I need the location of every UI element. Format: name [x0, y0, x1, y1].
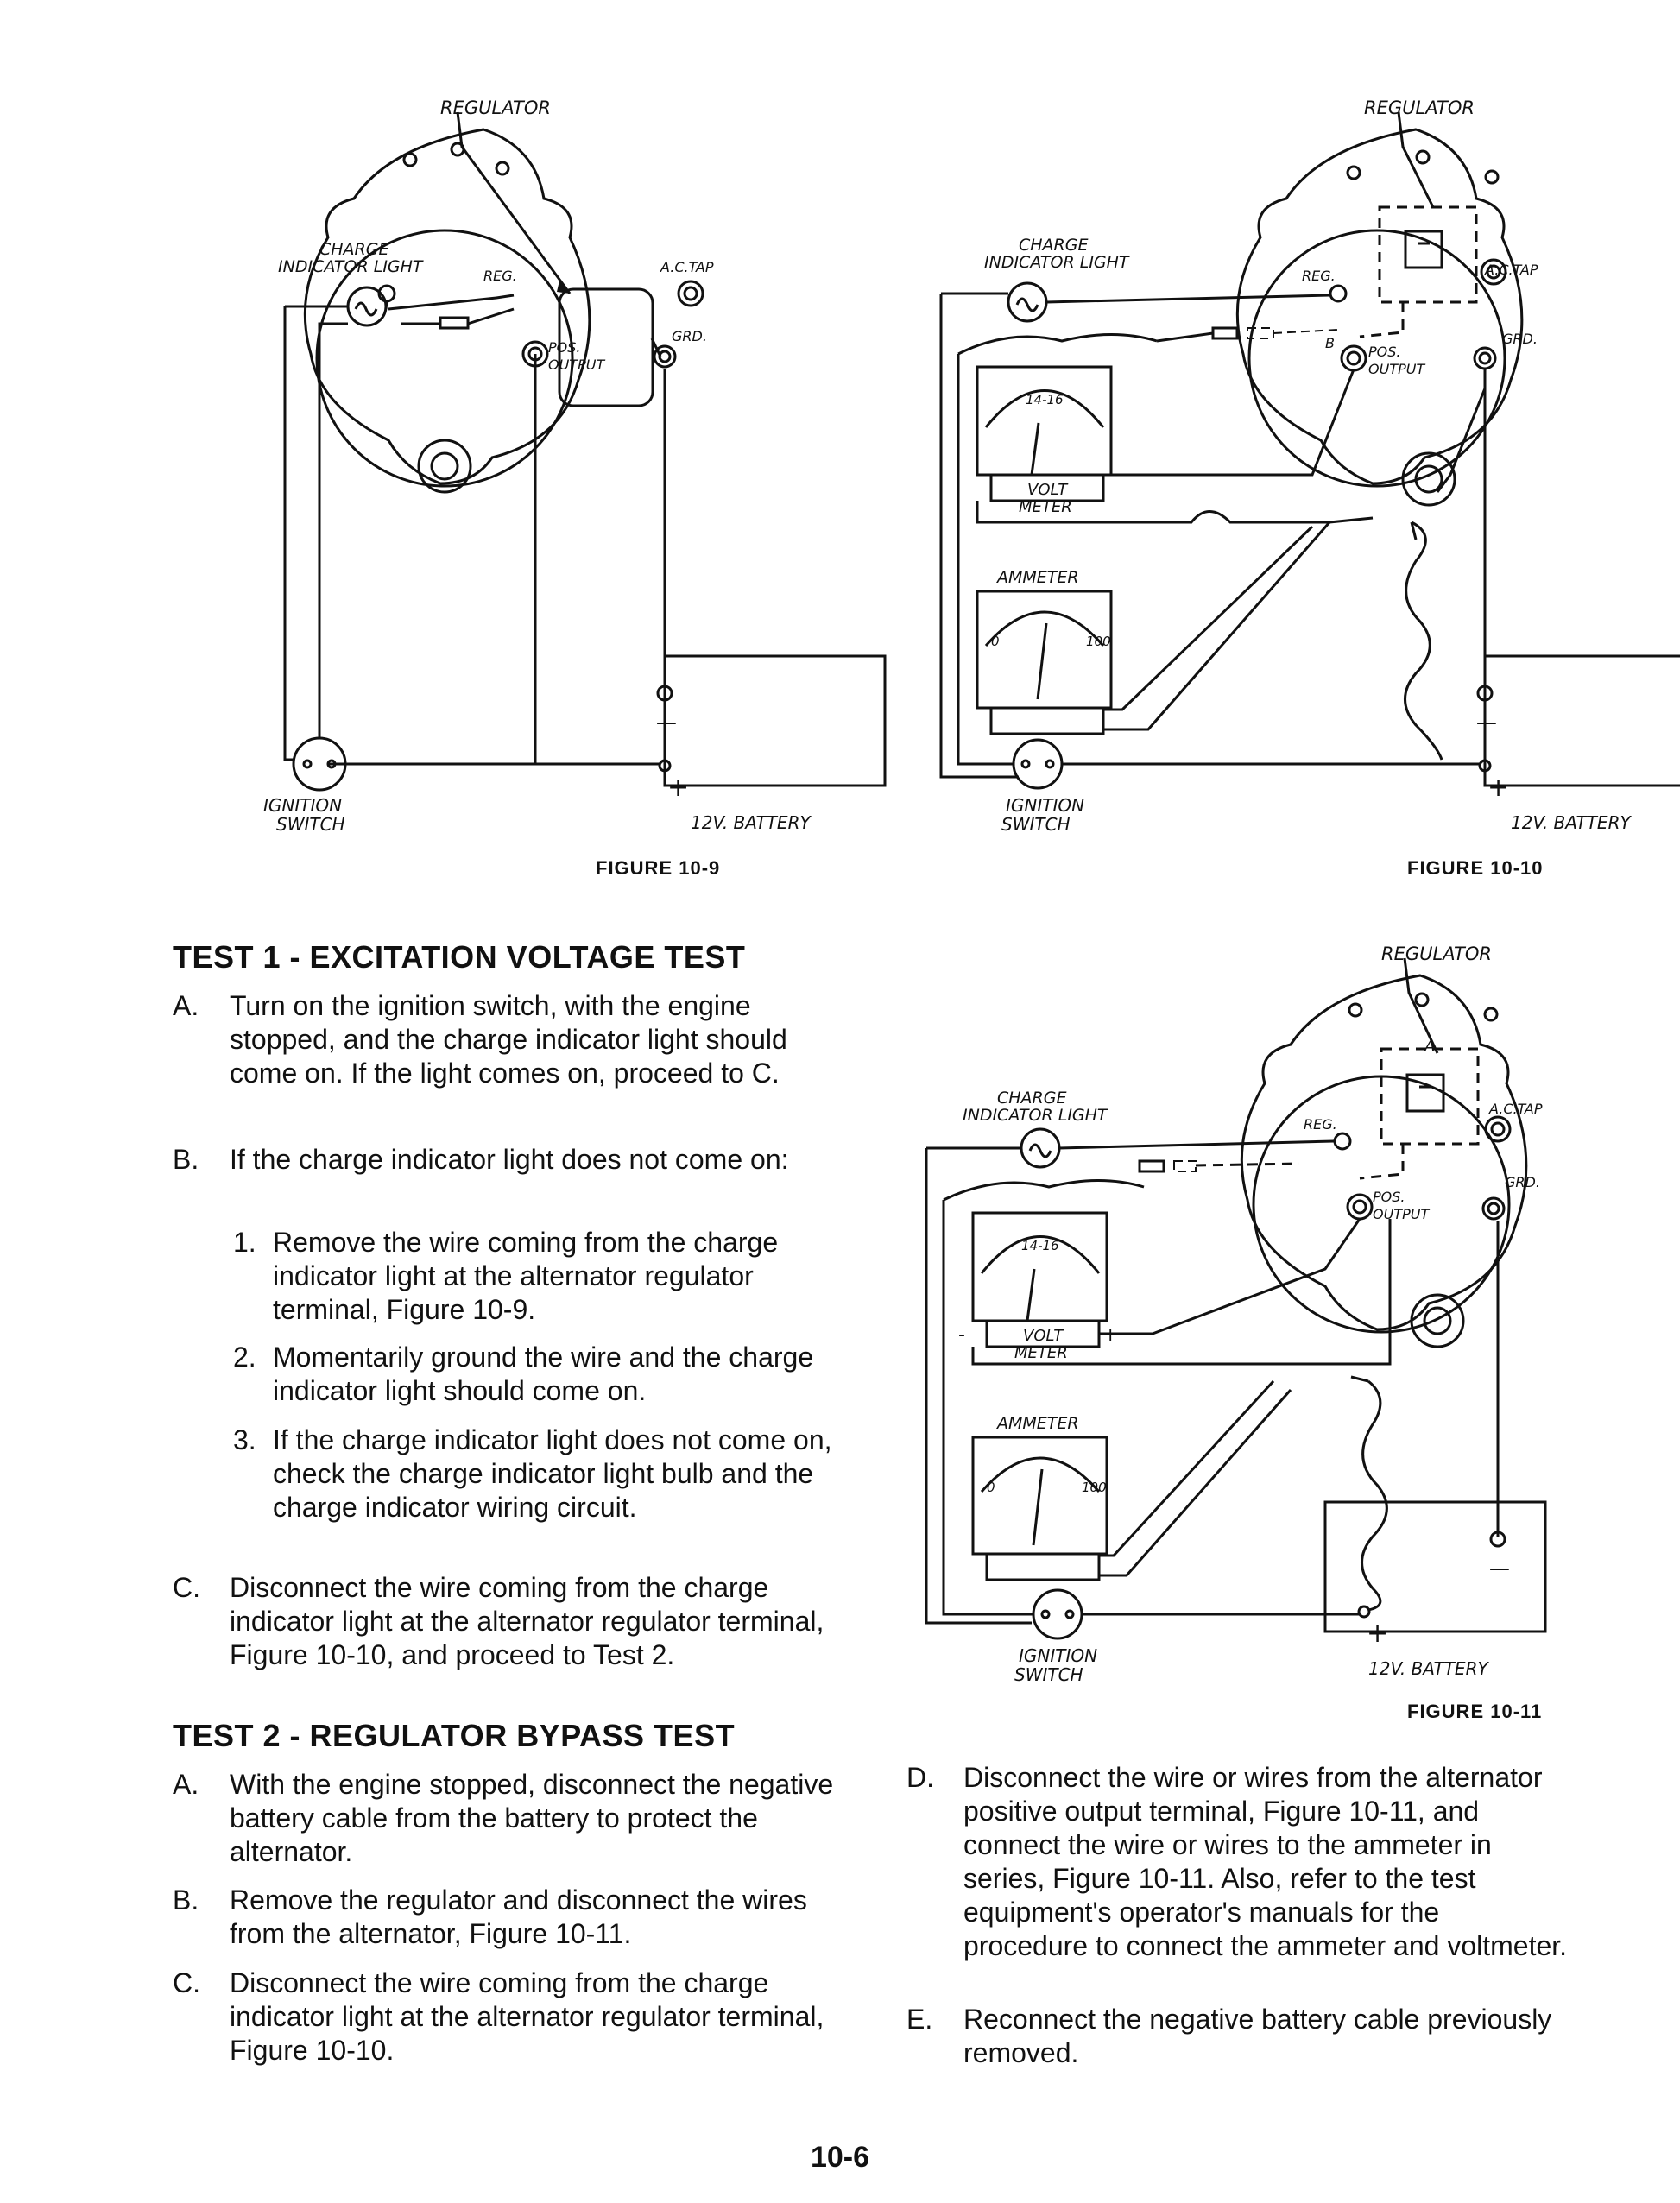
figure-10-11-caption: FIGURE 10-11 — [1407, 1701, 1543, 1722]
item-text: Turn on the ignition switch, with the en… — [230, 990, 787, 1089]
fig9-minus-label: — — [656, 710, 677, 735]
fig11-regulator-label: REGULATOR — [1381, 944, 1492, 964]
test1-heading: TEST 1 - EXCITATION VOLTAGE TEST — [173, 939, 746, 975]
fig10-minus-label: — — [1476, 710, 1497, 735]
fig10-volt-scale: 14-16 — [1026, 392, 1064, 407]
test1-item-a: A. Turn on the ignition switch, with the… — [173, 989, 837, 1090]
test2-item-b: B. Remove the regulator and disconnect t… — [173, 1884, 837, 1951]
fig10-volt-label: VOLT — [1027, 481, 1069, 499]
figure-10-11-diagram: REGULATOR A CHARGE INDICATOR LIGHT REG. … — [925, 944, 1547, 1685]
item-text: Remove the regulator and disconnect the … — [230, 1884, 807, 1949]
test1-item-b1: 1. Remove the wire coming from the charg… — [233, 1226, 837, 1327]
fig11-amm-zero: 0 — [987, 1480, 995, 1495]
fig10-ignition-label-2: SWITCH — [1001, 814, 1071, 835]
fig10-ignition-label-1: IGNITION — [1006, 795, 1084, 816]
figure-10-9-diagram: REGULATOR CHARGE INDICATOR LIGHT REG. A.… — [263, 98, 887, 835]
fig9-ignition-label-2: SWITCH — [276, 814, 345, 835]
fig11-minus-label: — — [1489, 1556, 1510, 1581]
fig11-charge-label-2: INDICATOR LIGHT — [963, 1106, 1108, 1125]
fig9-ignition-label-1: IGNITION — [263, 795, 342, 816]
fig10-pos-label: POS. — [1368, 344, 1400, 360]
fig11-reg-label: REG. — [1304, 1116, 1337, 1133]
test1-item-c: C. Disconnect the wire coming from the c… — [173, 1571, 837, 1672]
fig10-battery-label: 12V. BATTERY — [1511, 812, 1632, 833]
fig11-meter-plus: + — [1102, 1324, 1118, 1346]
test2-item-a: A. With the engine stopped, disconnect t… — [173, 1768, 837, 1869]
test2-heading: TEST 2 - REGULATOR BYPASS TEST — [173, 1718, 736, 1753]
item-label: C. — [173, 1967, 200, 1998]
item-label: 3. — [233, 1424, 256, 1455]
fig10-regulator-label: REGULATOR — [1364, 98, 1475, 118]
test1-item-b2: 2. Momentarily ground the wire and the c… — [233, 1341, 837, 1408]
fig9-charge-label-1: CHARGE — [319, 240, 388, 259]
fig11-ignition-label-1: IGNITION — [1019, 1645, 1097, 1666]
fig11-battery-label: 12V. BATTERY — [1368, 1658, 1489, 1679]
test2-item-d: D. Disconnect the wire or wires from the… — [906, 1761, 1571, 1963]
page-number: 10-6 — [810, 2141, 870, 2174]
figure-10-10-diagram: REGULATOR CHARGE INDICATOR LIGHT REG. A.… — [939, 98, 1680, 835]
figure-10-10-caption: FIGURE 10-10 — [1407, 857, 1544, 879]
fig9-pos-label: POS. — [548, 339, 580, 356]
item-label: A. — [173, 1769, 199, 1800]
fig11-meter-minus: - — [958, 1324, 965, 1346]
fig10-amm-zero: 0 — [991, 634, 1000, 649]
fig11-a-label: A — [1424, 1038, 1435, 1056]
fig9-reg-label: REG. — [483, 268, 517, 284]
fig11-ammeter-label: AMMETER — [995, 1414, 1079, 1433]
fig10-charge-label-1: CHARGE — [1019, 236, 1088, 255]
item-label: B. — [173, 1884, 199, 1916]
item-label: 2. — [233, 1341, 256, 1373]
fig9-actap-label: A.C.TAP — [660, 259, 714, 275]
fig9-regulator-label: REGULATOR — [440, 98, 551, 118]
test1-item-b3: 3. If the charge indicator light does no… — [233, 1423, 837, 1524]
fig11-pos-label: POS. — [1373, 1189, 1405, 1205]
fig10-b-label: B — [1325, 335, 1335, 351]
fig11-volt-label: VOLT — [1023, 1327, 1064, 1345]
item-label: A. — [173, 990, 199, 1021]
fig11-output-label: OUTPUT — [1373, 1206, 1430, 1222]
item-label: D. — [906, 1762, 934, 1793]
fig10-output-label: OUTPUT — [1368, 361, 1425, 377]
item-text: Disconnect the wire or wires from the al… — [963, 1762, 1568, 1961]
item-text: Remove the wire coming from the charge i… — [273, 1227, 779, 1325]
fig9-output-label: OUTPUT — [548, 357, 605, 373]
fig9-charge-label-2: INDICATOR LIGHT — [278, 257, 424, 276]
item-text: If the charge indicator light does not c… — [230, 1144, 789, 1175]
item-label: C. — [173, 1572, 200, 1603]
item-text: Disconnect the wire coming from the char… — [230, 1572, 824, 1670]
fig10-grd-label: GRD. — [1502, 331, 1538, 347]
item-text: Disconnect the wire coming from the char… — [230, 1967, 824, 2066]
fig11-volt-scale: 14-16 — [1021, 1238, 1059, 1253]
test2-item-c: C. Disconnect the wire coming from the c… — [173, 1966, 837, 2067]
fig10-charge-label-2: INDICATOR LIGHT — [984, 253, 1130, 272]
fig10-plus-label: + — [1487, 773, 1509, 803]
fig11-charge-label-1: CHARGE — [997, 1089, 1066, 1108]
fig10-ammeter-label: AMMETER — [995, 568, 1079, 587]
fig10-meter-label: METER — [1019, 498, 1072, 516]
item-text: Momentarily ground the wire and the char… — [273, 1341, 814, 1406]
fig10-actap-label: A.C.TAP — [1484, 262, 1538, 278]
test1-item-b: B. If the charge indicator light does no… — [173, 1143, 837, 1177]
fig11-actap-label: A.C.TAP — [1488, 1101, 1543, 1117]
fig11-ignition-label-2: SWITCH — [1014, 1664, 1083, 1685]
test2-item-e: E. Reconnect the negative battery cable … — [906, 2003, 1571, 2070]
fig9-grd-label: GRD. — [672, 328, 707, 344]
fig10-reg-label: REG. — [1302, 268, 1336, 284]
fig11-grd-label: GRD. — [1505, 1174, 1540, 1190]
figure-10-9-caption: FIGURE 10-9 — [596, 857, 721, 879]
fig11-plus-label: + — [1367, 1619, 1388, 1649]
item-text: Reconnect the negative battery cable pre… — [963, 2004, 1552, 2068]
item-text: If the charge indicator light does not c… — [273, 1424, 832, 1523]
item-text: With the engine stopped, disconnect the … — [230, 1769, 834, 1867]
fig11-amm-scale: 100 — [1082, 1480, 1107, 1495]
item-label: B. — [173, 1144, 199, 1175]
fig9-plus-label: + — [667, 773, 689, 803]
item-label: E. — [906, 2004, 933, 2035]
fig10-amm-scale: 100 — [1086, 634, 1111, 649]
item-label: 1. — [233, 1227, 256, 1258]
fig9-battery-label: 12V. BATTERY — [691, 812, 812, 833]
fig11-meter-label: METER — [1014, 1344, 1068, 1362]
